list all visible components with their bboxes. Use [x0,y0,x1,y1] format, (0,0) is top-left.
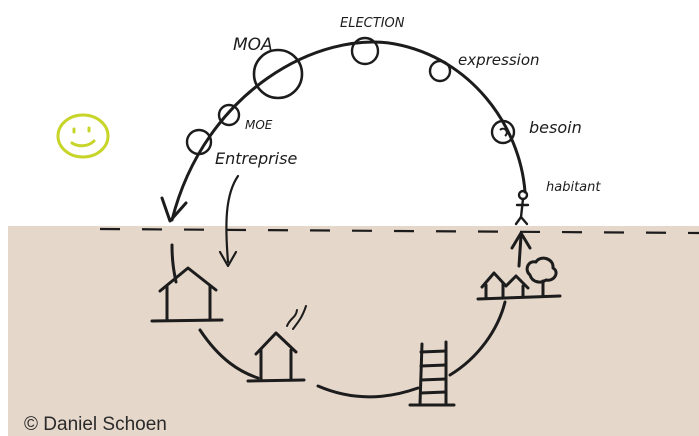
upper-arc [170,40,527,222]
moe-node [217,103,241,127]
besoin-node [490,119,516,145]
habitant-label: habitant [546,180,601,195]
habitant-figure [514,189,530,226]
lower-loop-bottom [198,300,507,399]
besoin-spiral [499,127,508,137]
ladder-icon [408,340,456,407]
expression-label: expression [458,51,540,69]
arc-arrowhead [160,196,188,223]
house-icon-large [150,266,224,323]
entreprise-arrowhead [218,250,238,268]
entreprise-label: Entreprise [215,149,297,168]
village-icon [476,256,562,301]
smiley-icon [56,113,110,159]
moe-label: MOE [245,118,273,132]
expression-node [428,59,452,83]
moa-node [252,48,304,100]
entreprise-arrow [225,174,240,264]
election-node [350,36,380,66]
ground-area [8,226,699,436]
ground-line [99,227,699,235]
election-label: ELECTION [340,16,405,31]
up-arrow [517,234,523,268]
up-arrowhead [510,231,532,250]
house-icon-small [246,305,307,383]
moa-label: MOA [233,35,273,55]
besoin-label: besoin [529,118,582,137]
copyright-text: © Daniel Schoen [24,414,167,435]
entreprise-node [185,128,213,156]
